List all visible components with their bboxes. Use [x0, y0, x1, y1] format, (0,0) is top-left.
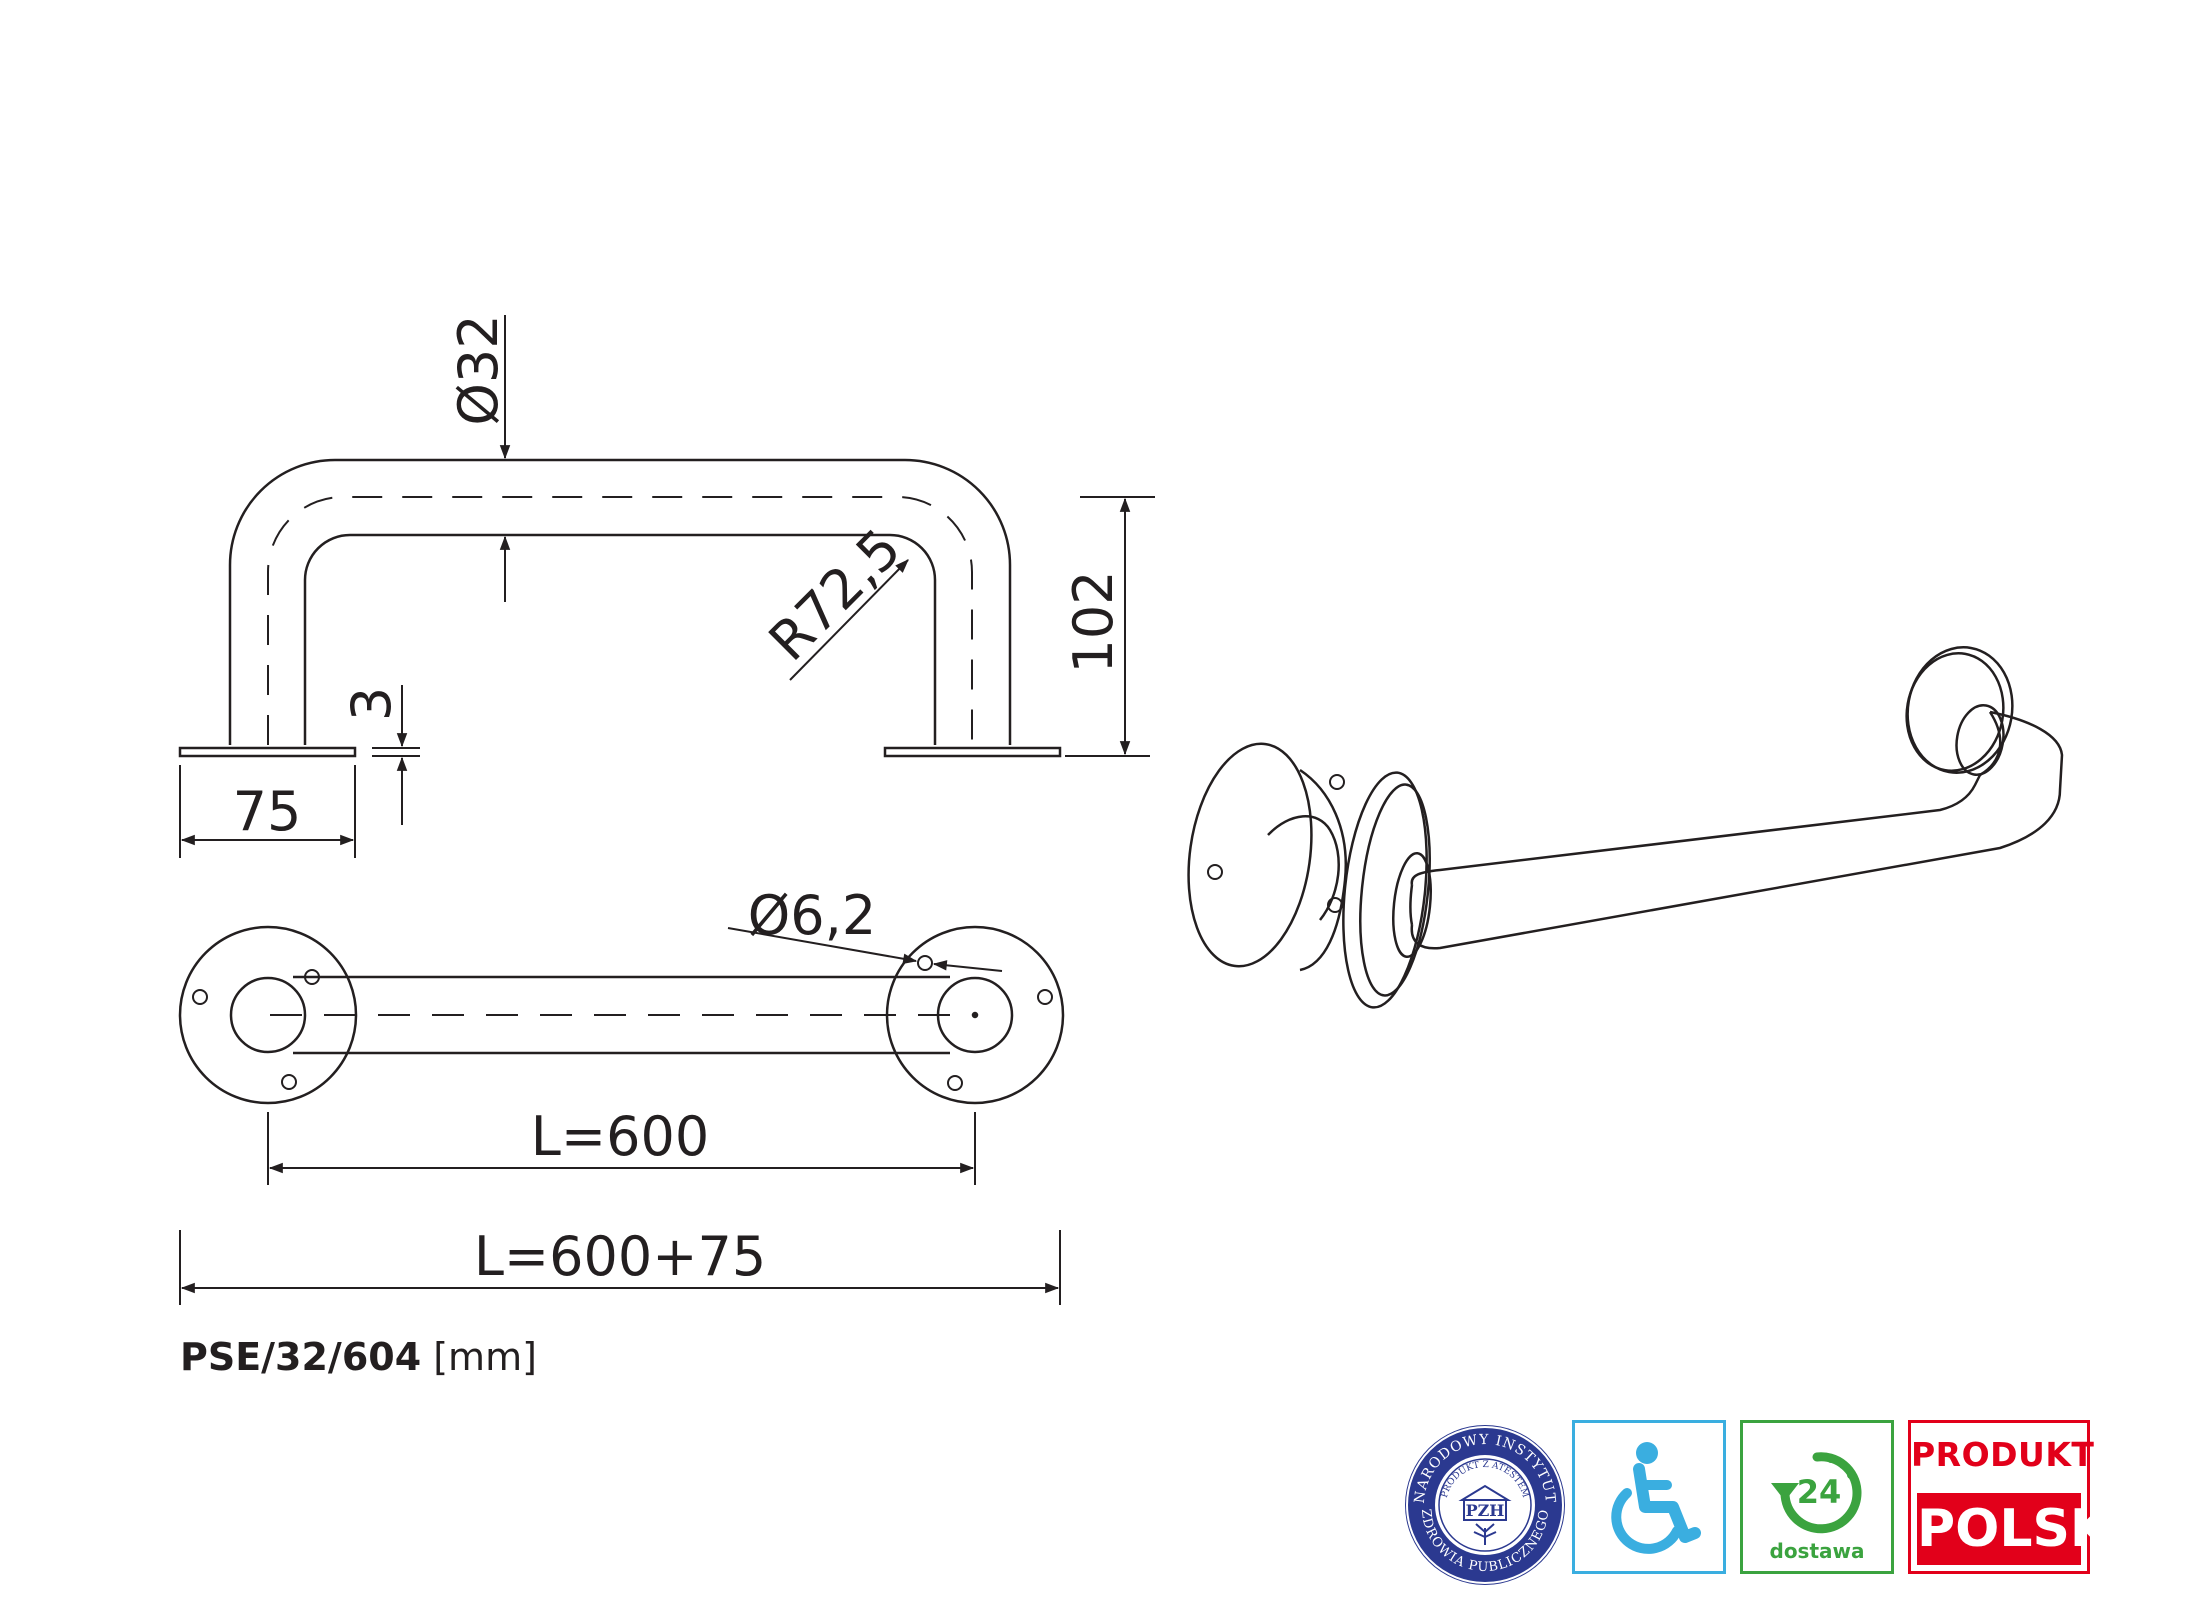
front-collar [1267, 815, 1340, 921]
polish-product-line1: PRODUKT [1911, 1435, 2095, 1474]
delivery-clock-icon: 24 [1771, 1452, 1862, 1534]
model-code: PSE/32/604 [180, 1335, 422, 1379]
right-base-plate [883, 746, 1062, 758]
wall-plate-face [1359, 783, 1431, 997]
hole-diameter-label: Ø6,2 [748, 884, 876, 947]
front-screw-hole [1327, 897, 1343, 913]
polish-product-badge: PRODUKT POLSKI [1908, 1420, 2130, 1574]
pzh-certification-badge: NARODOWY INSTYTUT ZDROWIA PUBLICZNEGO PR… [1400, 1420, 1570, 1590]
left-screw-hole [281, 1074, 297, 1090]
side-view [178, 458, 1062, 758]
center-point [971, 1011, 979, 1019]
bar-outer-outline [228, 458, 1012, 745]
height-dimension [1065, 496, 1155, 757]
bar-inner-outline [303, 533, 937, 745]
pipe-diameter-label: Ø32 [447, 314, 510, 425]
left-base-plate [178, 746, 357, 758]
plate-thickness-dimension [372, 685, 420, 825]
svg-text:24: 24 [1797, 1473, 1842, 1511]
back-collar [1955, 704, 2005, 776]
left-pipe-end [229, 976, 307, 1054]
polish-product-line2: POLSKI [1917, 1493, 2130, 1565]
plate-diameter-label: 75 [233, 780, 302, 843]
model-caption: PSE/32/604 [mm] [180, 1335, 537, 1379]
bar-tube-end [1409, 884, 1414, 926]
left-screw-hole [192, 989, 208, 1005]
delivery-label: dostawa [1769, 1539, 1865, 1563]
plate-diameter-dimension [179, 765, 356, 858]
right-screw-hole [917, 955, 933, 971]
bar-tube-upper [1410, 710, 2064, 950]
total-length-label: L=600+75 [474, 1225, 766, 1288]
front-screw-hole [1329, 774, 1345, 790]
bend-radius-label: R72,5 [757, 517, 913, 673]
front-screw-hole [1207, 864, 1223, 880]
hole-diameter-dimension [727, 927, 1003, 972]
front-flange [1187, 742, 1313, 968]
pzh-seal-icon: NARODOWY INSTYTUT ZDROWIA PUBLICZNEGO PR… [1405, 1425, 1565, 1585]
wheelchair-icon [1611, 1442, 1701, 1554]
unit-label: [mm] [433, 1335, 537, 1379]
length-label: L=600 [531, 1105, 709, 1168]
wall-collar [1392, 852, 1432, 958]
right-screw-hole [947, 1075, 963, 1091]
bend-radius-dimension [789, 559, 909, 681]
right-screw-hole [1037, 989, 1053, 1005]
height-label: 102 [1062, 570, 1125, 673]
top-view [178, 925, 1065, 1105]
wall-plate [1342, 771, 1428, 1009]
delivery-24h-badge: 24 dostawa [1740, 1420, 1894, 1574]
plate-thickness-label: 3 [340, 687, 403, 721]
svg-text:PZH: PZH [1466, 1501, 1505, 1520]
accessibility-badge [1572, 1420, 1726, 1574]
perspective-view [1187, 646, 2064, 1009]
total-length-dimension [179, 1230, 1061, 1305]
bar-tube-lower [1410, 774, 1982, 886]
bar-tube-link [1979, 711, 2002, 777]
length-dimension [267, 1112, 976, 1185]
bar-centerline [267, 496, 973, 745]
